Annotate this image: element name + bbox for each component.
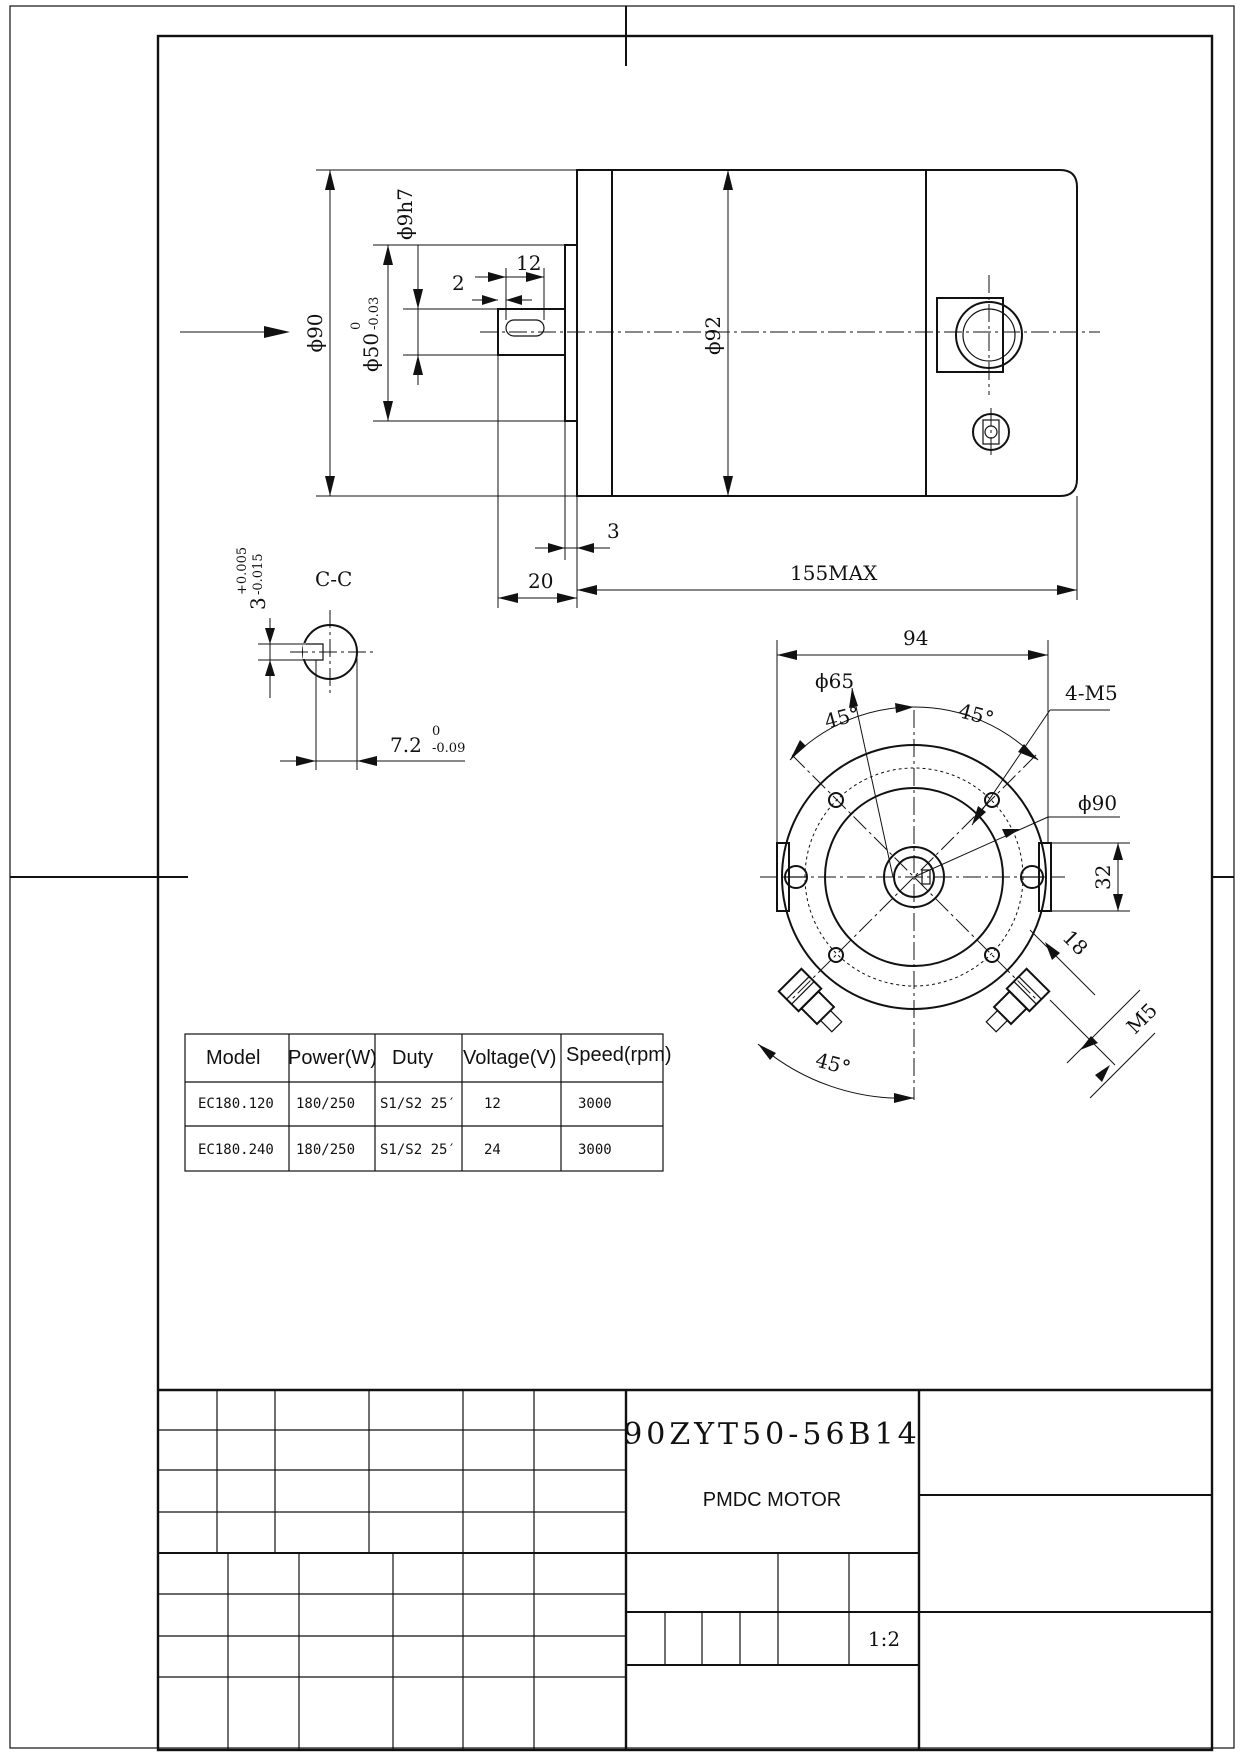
holes-4-m5: 4-M5 [1065, 681, 1118, 705]
section-title: C-C [315, 567, 352, 591]
angle-45-bottom: 45° [813, 1048, 853, 1080]
scale-value: 1:2 [868, 1627, 900, 1651]
part-description: PMDC MOTOR [703, 1489, 842, 1511]
angle-45-right: 45° [956, 698, 996, 730]
dim-front-dia-90: ϕ90 [1078, 791, 1117, 815]
header-model: Model [206, 1047, 260, 1069]
spec-table: Model Power(W) Duty Voltage(V) Speed(rpm… [184, 1033, 672, 1172]
section-c-c: C-C 3 +0.005 -0.015 7.2 0 -0.09 [235, 547, 465, 770]
part-number: 90ZYT50-56B14 [623, 1417, 921, 1452]
terminal-m5: M5 [1122, 998, 1162, 1038]
cell-r1-voltage: 12 [484, 1096, 501, 1112]
dim-dia-9h7: ϕ9h7 [393, 188, 417, 240]
header-power: Power(W) [288, 1047, 377, 1069]
dim-32: 32 [1091, 865, 1115, 890]
cell-r2-power: 180/250 [296, 1142, 355, 1158]
header-duty: Duty [392, 1047, 433, 1069]
title-block: 90ZYT50-56B14 PMDC MOTOR 1:2 [158, 1388, 1212, 1750]
tol-50-lower: -0.03 [367, 297, 382, 330]
depth-tol-upper: 0 [432, 724, 440, 739]
key-tol-lower: -0.015 [251, 553, 266, 595]
dim-20: 20 [528, 569, 553, 593]
tol-50-upper: 0 [349, 322, 364, 330]
cell-r2-voltage: 24 [484, 1142, 501, 1158]
dim-155max: 155MAX [790, 561, 878, 585]
depth-tol-lower: -0.09 [432, 741, 465, 756]
header-voltage: Voltage(V) [463, 1047, 556, 1069]
cell-r1-model: EC180.120 [198, 1096, 274, 1112]
dim-94: 94 [903, 626, 928, 650]
key-tol-upper: +0.005 [235, 547, 250, 595]
cell-r2-model: EC180.240 [198, 1142, 274, 1158]
cell-r2-duty: S1/S2 25′ [380, 1142, 456, 1158]
dim-12: 12 [516, 251, 541, 275]
dim-3: 3 [607, 519, 620, 543]
cell-r2-speed: 3000 [578, 1142, 612, 1158]
dim-dia-50: ϕ50 [359, 333, 383, 372]
header-speed: Speed(rpm) [566, 1044, 672, 1066]
section-depth: 7.2 [390, 733, 422, 757]
dim-dia-92: ϕ92 [701, 316, 725, 355]
dim-dia-90: ϕ90 [303, 313, 327, 352]
sheet-frame [9, 5, 1235, 1752]
dim-18: 18 [1058, 925, 1093, 960]
angle-45-left: 45° [822, 701, 862, 733]
cell-r1-duty: S1/S2 25′ [380, 1096, 456, 1112]
side-view: ϕ90 ϕ50 0 -0.03 ϕ9h7 12 2 [180, 169, 1100, 608]
cell-r1-speed: 3000 [578, 1096, 612, 1112]
cell-r1-power: 180/250 [296, 1096, 355, 1112]
dim-2: 2 [452, 271, 465, 295]
front-view: 94 ϕ65 45° 45° 4-M5 ϕ90 32 [757, 626, 1162, 1103]
dim-dia-65: ϕ65 [815, 669, 854, 693]
key-width: 3 [246, 597, 270, 610]
